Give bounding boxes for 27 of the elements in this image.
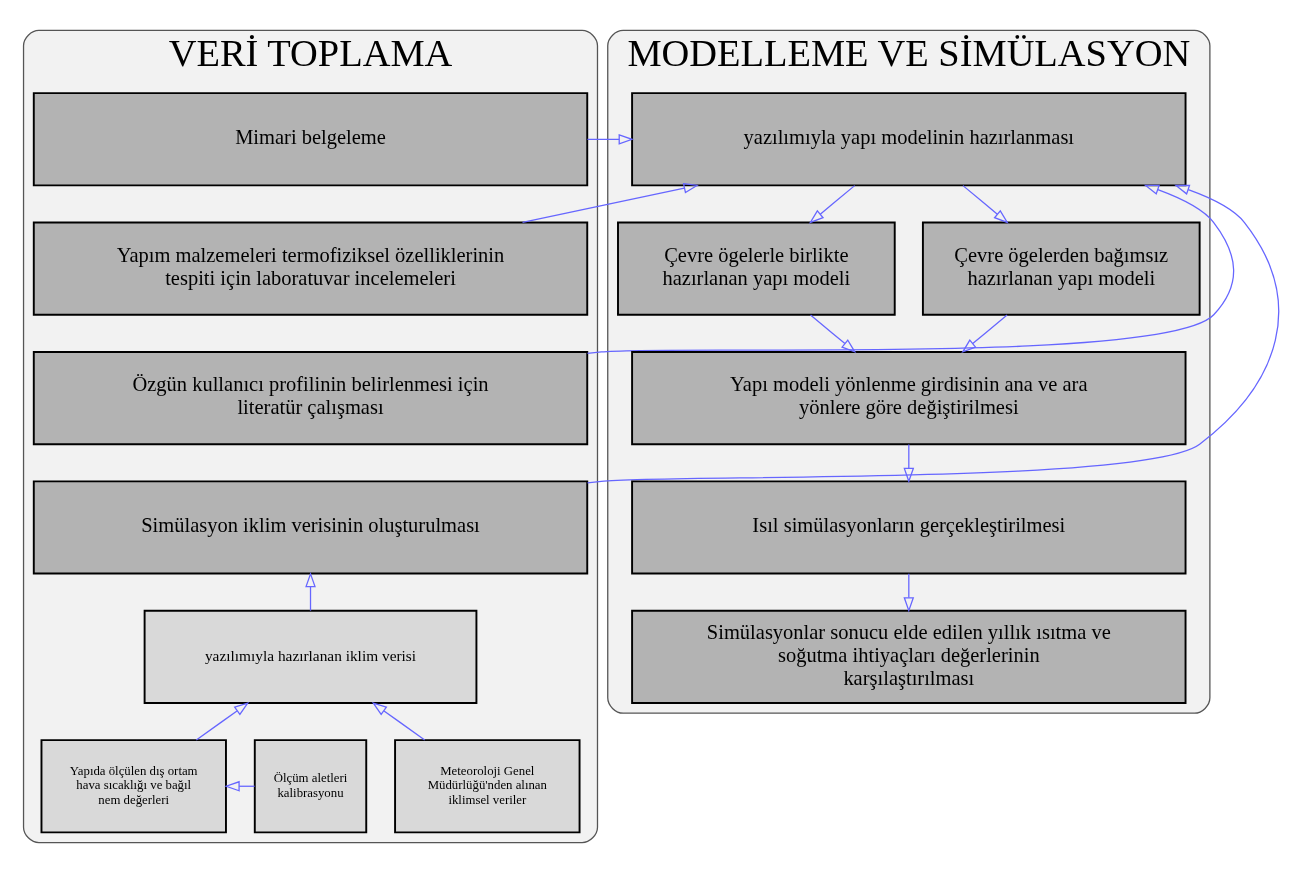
node-box: Çevre ögelerden bağımsız hazırlanan yapı modeli	[921, 221, 1201, 316]
node-box: Mimari belgeleme	[32, 92, 589, 187]
node-box: Yapım malzemeleri termofiziksel özelliklerinin tespiti için laboratuvar incelemeleri	[32, 221, 589, 316]
arrow	[586, 184, 1279, 484]
arrow	[305, 571, 316, 612]
arrow	[809, 314, 857, 354]
arrow	[521, 182, 699, 224]
node-box: Isıl simülasyonların gerçekleştirilmesi	[631, 480, 1187, 575]
arrow	[586, 133, 634, 145]
node-box: Simülasyon iklim verisinin oluşturulması	[32, 480, 589, 575]
node-box: Yapı modeli yönlenme girdisinin ana ve ara yönlere göre değiştirilmesi	[631, 351, 1187, 446]
arrow	[371, 702, 426, 741]
node-box: yazılımıyla yapı modelinin hazırlanması	[631, 92, 1187, 187]
node-box: Ölçüm aletleri kalibrasyonu	[253, 739, 368, 834]
node-box: Özgün kullanıcı profilinin belirlenmesi için literatür çalışması	[32, 351, 589, 446]
arrow	[195, 702, 250, 741]
node-box: Çevre ögelerle birlikte hazırlanan yapı modeli	[617, 221, 896, 316]
node-box: Meteoroloji Genel Müdürlüğü'nden alınan iklimsel veriler	[394, 739, 581, 834]
node-box: Yapıda ölçülen dış ortam hava sıcaklığı ve bağıl nem değerleri	[40, 739, 227, 834]
arrow	[903, 443, 915, 484]
arrow	[961, 314, 1008, 354]
node-box: Simülasyonlar sonucu elde edilen yıllık ısıtma ve soğutma ihtiyaçları değerlerinin karşılaştırılması	[631, 609, 1187, 704]
node-box: yazılımıyla hazırlanan iklim verisi	[143, 609, 478, 704]
arrow	[962, 185, 1009, 224]
arrow	[903, 573, 915, 613]
arrow	[586, 184, 1235, 355]
arrow	[808, 185, 856, 224]
